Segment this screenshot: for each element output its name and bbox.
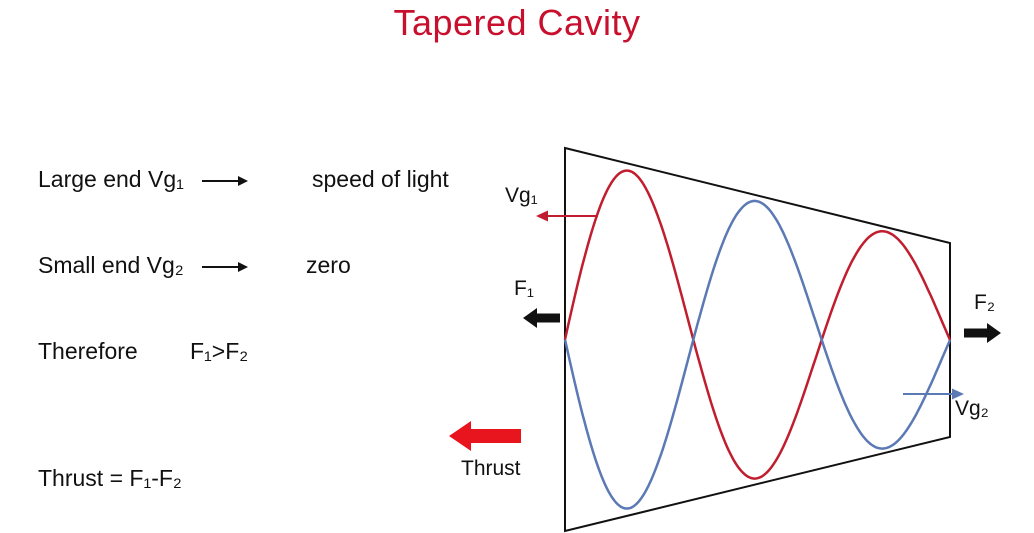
note-therefore-value: F₁>F₂	[190, 338, 249, 364]
blue-wave	[563, 199, 952, 510]
note-large-end: Large end Vg₁ speed of light	[38, 166, 538, 196]
f2-arrow-icon	[964, 323, 1001, 343]
label-f1: F₁	[514, 277, 534, 300]
thrust-arrow-icon	[449, 421, 521, 451]
note-thrust-equation: Thrust = F₁-F₂	[38, 465, 538, 495]
note-thrust-equation-label: Thrust = F₁-F₂	[38, 465, 182, 491]
note-large-end-value: speed of light	[312, 166, 449, 192]
note-small-end: Small end Vg₂ zero	[38, 252, 538, 282]
label-vg2: Vg₂	[955, 397, 989, 420]
right-arrow-icon	[202, 253, 249, 280]
note-therefore-label: Therefore	[38, 338, 138, 364]
note-therefore: Therefore F₁>F₂	[38, 338, 538, 368]
f1-arrow-icon	[523, 308, 560, 328]
cavity-outline	[564, 146, 951, 533]
right-arrow-icon	[202, 167, 249, 194]
vg1-arrow-icon	[536, 210, 598, 222]
vg2-arrow-icon	[903, 388, 964, 400]
label-thrust: Thrust	[461, 457, 521, 480]
note-large-end-label: Large end Vg₁	[38, 166, 184, 192]
note-small-end-value: zero	[306, 252, 351, 278]
label-vg1: Vg₁	[505, 184, 538, 207]
note-small-end-label: Small end Vg₂	[38, 252, 184, 278]
label-f2: F₂	[974, 291, 995, 314]
page-title: Tapered Cavity	[393, 2, 641, 43]
red-wave	[563, 169, 952, 480]
